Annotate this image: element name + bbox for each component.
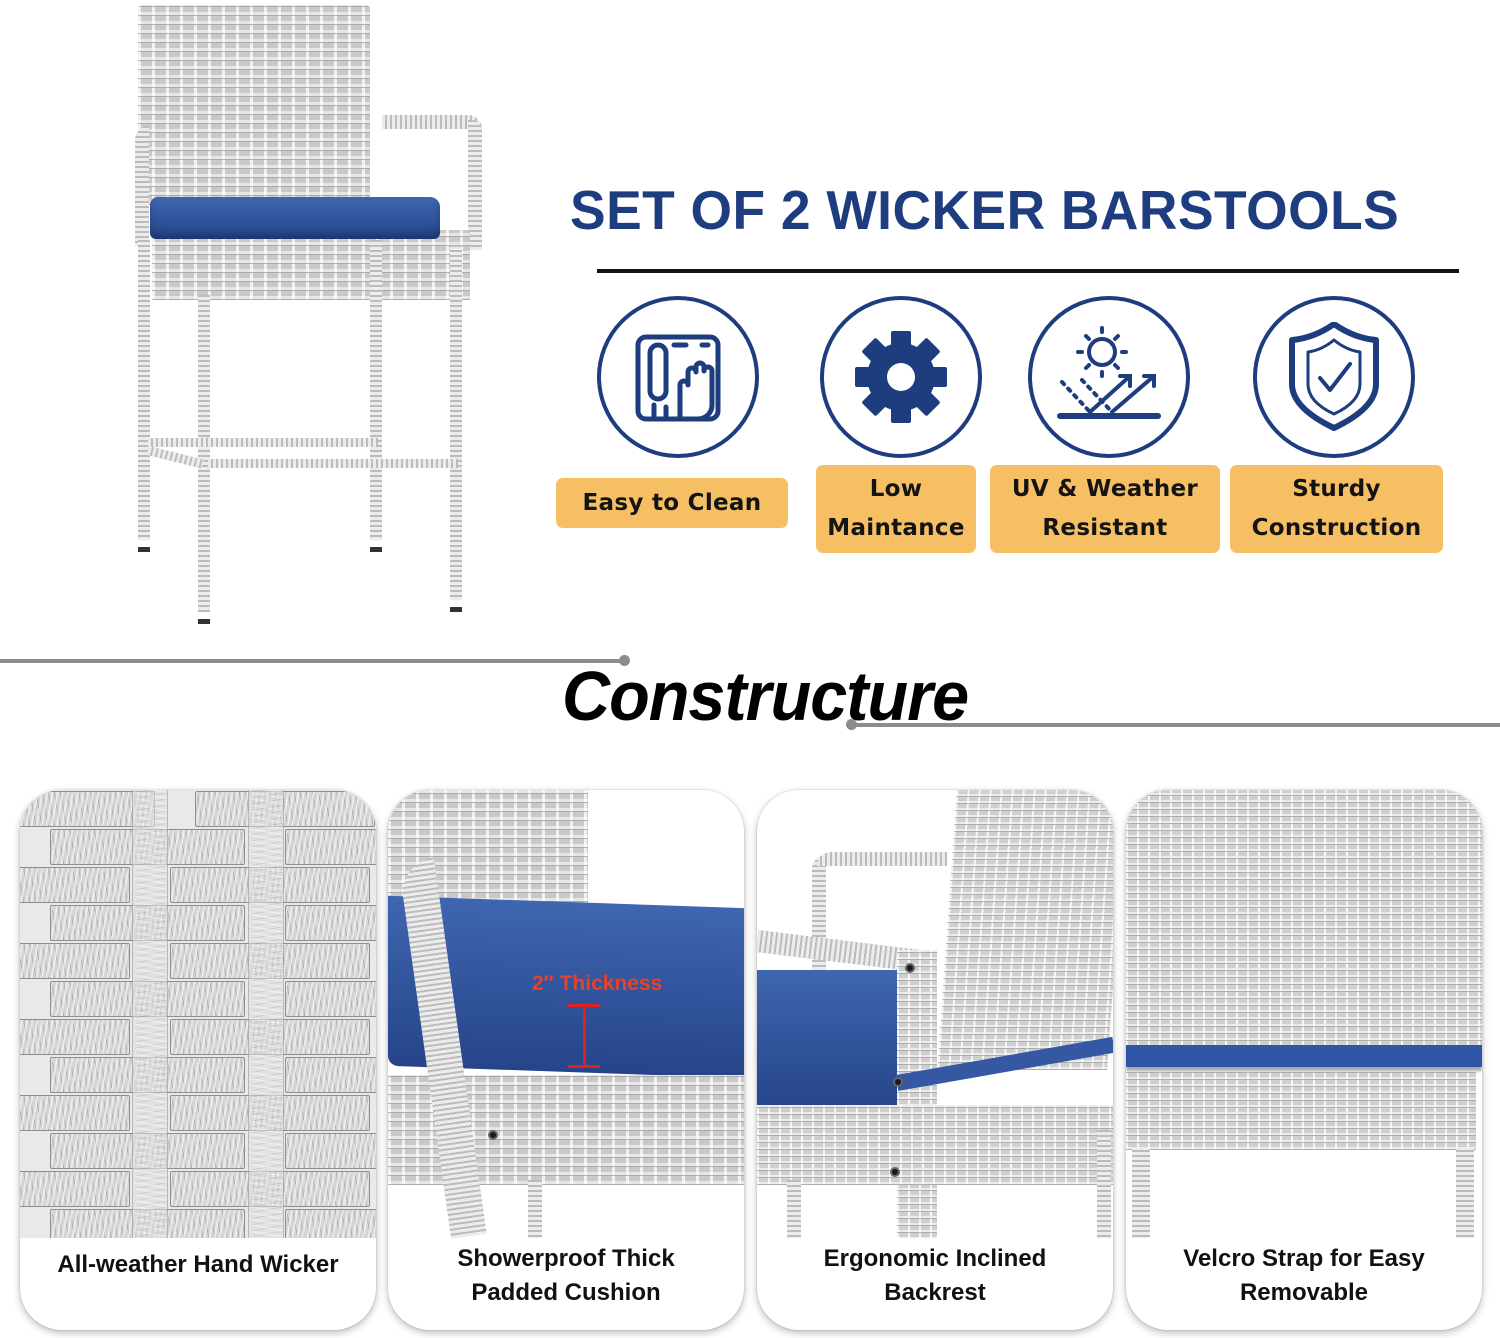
stool-foot-cap	[138, 540, 150, 552]
detail-card-padded-cushion: 2″ Thickness Showerproof Thick Padded Cu…	[388, 790, 744, 1330]
badge-label-line1: UV & Weather	[1011, 476, 1199, 502]
velcro-closeup-photo	[1126, 790, 1482, 1238]
stool-foot-cap	[370, 540, 382, 552]
detail-card-hand-wicker: All-weather Hand Wicker	[20, 790, 376, 1330]
screw	[905, 963, 915, 973]
leg-tube	[1132, 1148, 1150, 1238]
detail-card-inclined-backrest: Ergonomic Inclined Backrest	[757, 790, 1113, 1330]
screw	[893, 1077, 903, 1087]
stool-right-armrest-top	[382, 115, 482, 129]
badge-low-maintenance: Low Maintance	[816, 465, 976, 553]
caption-line1: Ergonomic Inclined	[823, 1245, 1047, 1272]
stool-foot-cap	[198, 612, 210, 624]
thickness-annotation: 2″ Thickness	[532, 972, 663, 995]
screw	[488, 1130, 498, 1140]
feature-icon-sturdy	[1253, 296, 1415, 458]
badge-uv-weather-resistant: UV & Weather Resistant	[990, 465, 1220, 553]
badge-sturdy-construction: Sturdy Construction	[1230, 465, 1443, 553]
section-title: Constructure	[562, 657, 969, 735]
card-caption: Ergonomic Inclined Backrest	[757, 1242, 1113, 1310]
badge-label-line2: Construction	[1251, 515, 1422, 541]
page-headline: SET OF 2 WICKER BARSTOOLS	[570, 179, 1400, 241]
stool-leg-front-left	[198, 295, 210, 615]
hero-barstool-image	[120, 0, 482, 640]
caption-line1: All-weather Hand Wicker	[57, 1251, 339, 1278]
caption-line2: Removable	[1239, 1279, 1369, 1306]
wicker-closeup-photo	[20, 790, 376, 1238]
feature-icon-easy-clean	[597, 296, 759, 458]
caption-line1: Velcro Strap for Easy	[1183, 1245, 1425, 1272]
sun-uv-reflect-icon	[1057, 326, 1161, 419]
divider-line-left	[0, 659, 624, 663]
stool-footrest-front	[208, 459, 458, 468]
armrest-top	[817, 852, 947, 866]
seat-frame-wicker	[1126, 1072, 1476, 1150]
caption-line2: Padded Cushion	[471, 1279, 661, 1306]
stool-right-armrest-post	[468, 120, 482, 250]
stool-backrest	[138, 5, 370, 205]
detail-card-velcro-strap: Velcro Strap for Easy Removable	[1126, 790, 1482, 1330]
thickness-arrow-shaft	[583, 1006, 586, 1066]
stool-leg-back-right	[370, 240, 382, 545]
caption-line1: Showerproof Thick	[457, 1245, 675, 1272]
badge-label-line1: Low	[869, 476, 923, 502]
stool-footrest-side	[146, 446, 204, 469]
backrest-closeup-photo	[757, 790, 1113, 1238]
wicker-weave-texture	[20, 790, 376, 1238]
card-caption: All-weather Hand Wicker	[20, 1248, 376, 1282]
card-caption: Showerproof Thick Padded Cushion	[388, 1242, 744, 1310]
stool-leg-back-left	[138, 240, 150, 545]
seat-frame-wicker	[757, 1105, 1113, 1185]
badge-label-line2: Maintance	[827, 515, 965, 541]
velcro-strap	[1126, 1045, 1482, 1067]
badge-label: Easy to Clean	[582, 489, 762, 516]
front-post-wicker	[897, 950, 937, 1238]
caption-line2: Backrest	[884, 1279, 986, 1306]
cushion-closeup-photo: 2″ Thickness	[388, 790, 744, 1238]
stool-foot-cap	[450, 600, 462, 612]
card-caption: Velcro Strap for Easy Removable	[1126, 1242, 1482, 1310]
feature-icon-uv-weather	[1028, 296, 1190, 458]
badge-easy-to-clean: Easy to Clean	[556, 478, 788, 528]
divider-dot-right	[846, 719, 857, 730]
headline-divider	[597, 269, 1459, 273]
thickness-arrow-bottom	[568, 1065, 600, 1068]
badge-label-line2: Resistant	[1042, 515, 1168, 541]
leg-tube	[1456, 1148, 1474, 1238]
stool-left-armrest	[135, 126, 149, 246]
hand-cleaning-icon	[635, 334, 721, 422]
stool-leg-front-right	[450, 245, 462, 605]
divider-dot-left	[619, 655, 630, 666]
screw	[890, 1167, 900, 1177]
leg-tube	[528, 1180, 542, 1238]
stool-footrest-back	[148, 438, 378, 447]
seat-cushion	[757, 970, 907, 1110]
leg-tube	[787, 1180, 801, 1238]
divider-line-right	[852, 723, 1500, 727]
gear-icon	[855, 331, 947, 423]
leg-tube	[1097, 1130, 1111, 1238]
inclined-backrest	[937, 790, 1113, 1070]
stool-seat-frame	[152, 230, 470, 300]
thickness-arrow-top	[568, 1004, 600, 1007]
stool-cushion	[150, 197, 440, 239]
shield-check-icon	[1289, 322, 1379, 431]
feature-icon-low-maintenance	[820, 296, 982, 458]
badge-label-line1: Sturdy	[1292, 476, 1381, 502]
backrest-wicker	[1126, 790, 1482, 1048]
